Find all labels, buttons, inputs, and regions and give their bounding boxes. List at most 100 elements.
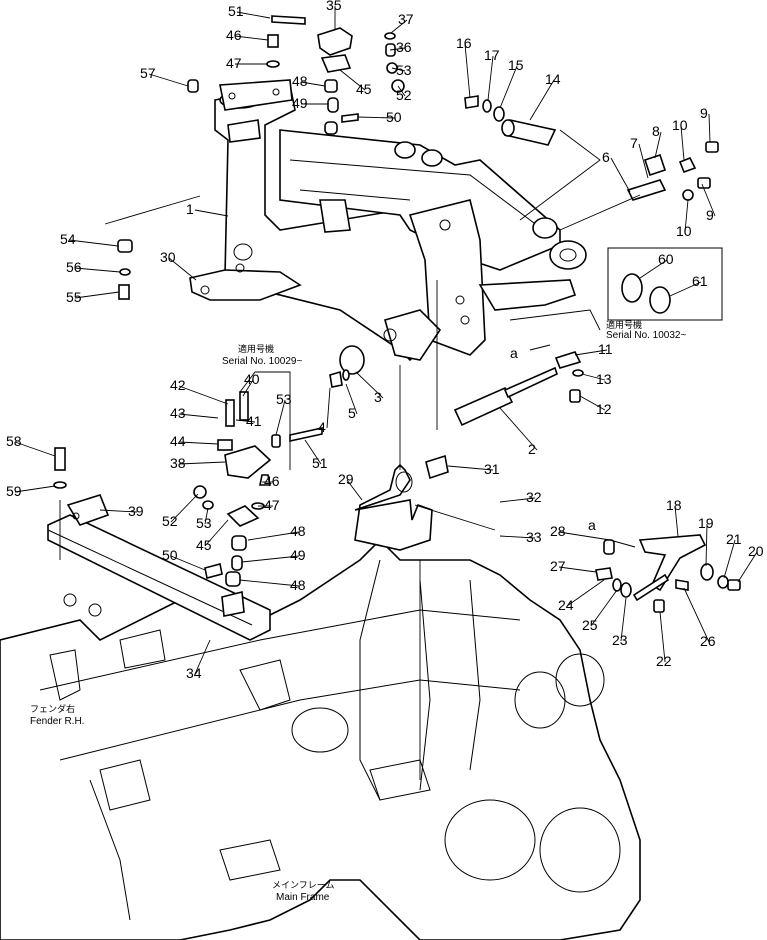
callout-leader-27	[558, 566, 597, 573]
callout-48: 48	[292, 73, 308, 89]
callout-leader-20	[737, 551, 758, 583]
callout-30: 30	[160, 249, 176, 265]
callout-leader-59	[14, 485, 56, 493]
serial-label-2: Serial No. 10032~	[606, 330, 686, 341]
callout-leader-10	[684, 199, 689, 233]
callout-leader-10	[680, 125, 685, 161]
mainframe-jp-label: メインフレーム	[272, 880, 334, 891]
callout-44: 44	[170, 433, 186, 449]
callout-leader-34	[194, 639, 211, 675]
lever-assembly	[595, 534, 741, 613]
callout-leader-23	[620, 597, 627, 642]
callout-leader-14	[529, 79, 555, 121]
callout-leader-26	[683, 587, 710, 643]
callout-40: 40	[244, 371, 260, 387]
arrow-a-left	[609, 539, 636, 548]
callout-leader-2	[499, 407, 538, 451]
callout-35: 35	[326, 0, 342, 13]
callout-15: 15	[508, 57, 524, 73]
callout-50: 50	[386, 109, 402, 125]
callout-20: 20	[748, 543, 764, 559]
callout-leader-30	[168, 257, 197, 281]
callout-leader-51	[236, 11, 271, 19]
mainframe-label: Main Frame	[276, 892, 330, 903]
callout-leader-25	[590, 589, 618, 627]
callout-leader-29	[346, 479, 363, 501]
callout-53: 53	[396, 62, 412, 78]
callout-leader-12	[579, 395, 606, 411]
callout-2: 2	[528, 441, 536, 457]
callout-leader-53	[391, 67, 406, 72]
callout-leader-3	[355, 371, 384, 399]
callout-9: 9	[700, 105, 708, 121]
callout-leader-28	[558, 531, 611, 541]
callout-leader-9	[701, 183, 716, 217]
callout-38: 38	[170, 455, 186, 471]
fender-label: Fender R.H.	[30, 716, 84, 727]
callout-leader-4	[326, 387, 331, 429]
callout-leader-45	[204, 519, 229, 547]
callout-leader-41	[235, 419, 256, 423]
callout-47: 47	[226, 55, 242, 71]
callout-61: 61	[692, 273, 708, 289]
callout-7: 7	[630, 135, 638, 151]
callout-50: 50	[162, 547, 178, 563]
callout-leader-40	[242, 379, 254, 397]
callout-26: 26	[700, 633, 716, 649]
callout-18: 18	[666, 497, 682, 513]
callout-leader-46	[234, 35, 269, 41]
callout-39: 39	[128, 503, 144, 519]
callout-leader-6	[610, 157, 631, 193]
callout-34: 34	[186, 665, 202, 681]
bracket-29	[354, 463, 433, 551]
callout-leader-19	[705, 523, 708, 567]
callout-21: 21	[726, 531, 742, 547]
callout-leader-15	[499, 65, 518, 109]
callout-8: 8	[652, 123, 660, 139]
callout-leader-31	[447, 465, 494, 471]
top-parts	[187, 15, 719, 201]
callout-11: 11	[598, 341, 613, 357]
callout-29: 29	[338, 471, 354, 487]
callout-leader-32	[499, 497, 536, 503]
callout-46: 46	[226, 27, 242, 43]
callout-1: 1	[186, 201, 194, 217]
callout-48: 48	[290, 577, 306, 593]
callout-leader-36	[389, 47, 406, 51]
fender-jp-label: フェンダ右	[30, 703, 75, 715]
callout-3: 3	[374, 389, 382, 405]
callout-48: 48	[290, 523, 306, 539]
callout-55: 55	[66, 289, 82, 305]
callout-leader-52	[170, 493, 199, 523]
callout-45: 45	[196, 537, 212, 553]
serial-inset-box	[607, 247, 723, 321]
callout-32: 32	[526, 489, 542, 505]
callout-59: 59	[6, 483, 22, 499]
cross-member	[47, 494, 271, 641]
callout-49: 49	[290, 547, 306, 563]
callout-10: 10	[676, 223, 692, 239]
arrow-a-right	[529, 344, 551, 351]
callout-leader-8	[654, 131, 662, 159]
callout-leader-50	[170, 555, 206, 571]
callout-14: 14	[545, 71, 561, 87]
callout-17: 17	[484, 47, 500, 63]
serial-label-1: Serial No. 10029~	[222, 356, 302, 367]
callout-leader-11	[574, 349, 608, 356]
callout-28: 28	[550, 523, 566, 539]
callout-37: 37	[398, 11, 414, 27]
callout-leader-24	[566, 579, 605, 607]
callout-leader-7	[638, 143, 649, 179]
callout-43: 43	[170, 405, 186, 421]
callout-33: 33	[526, 529, 542, 545]
callout-leader-57	[148, 73, 189, 87]
callout-57: 57	[140, 65, 156, 81]
callout-10: 10	[672, 117, 688, 133]
callout-leader-50	[357, 116, 396, 119]
callout-leader-48	[300, 81, 326, 87]
callout-leader-1	[194, 209, 229, 217]
callout-leader-39	[99, 509, 138, 513]
callout-52: 52	[162, 513, 178, 529]
callout-leader-58	[14, 441, 56, 457]
